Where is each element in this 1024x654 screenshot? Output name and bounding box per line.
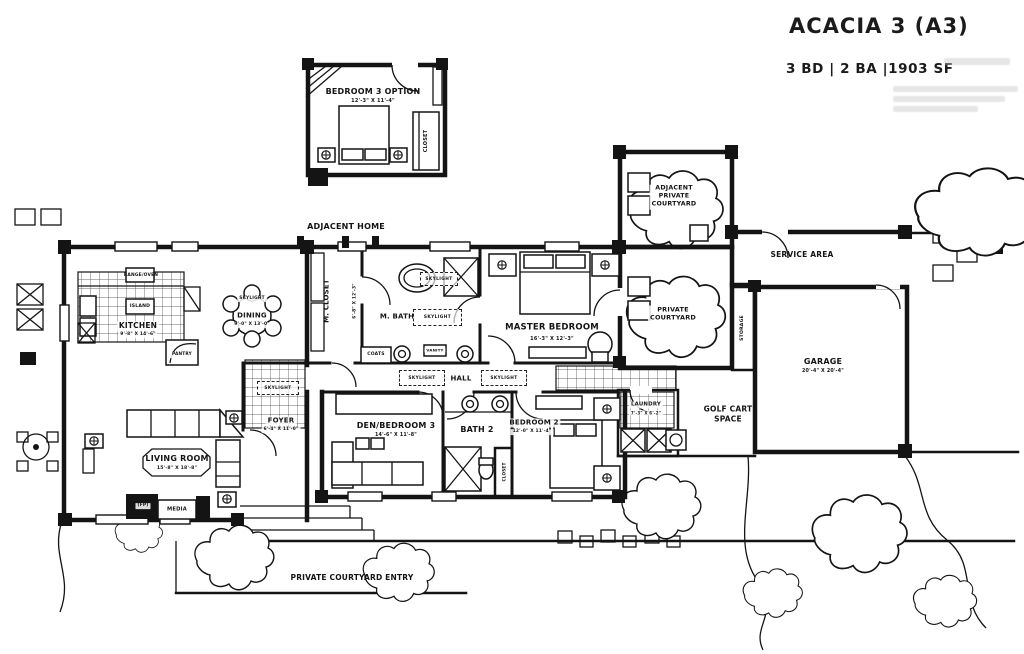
label-kitchen-dims: 9'-8" X 14'-6" xyxy=(118,332,158,338)
label-dining: DINING xyxy=(235,311,269,321)
label-vanity: VANITY xyxy=(424,347,446,353)
label-bedroom3-option-dims: 12'-3" X 11'-4" xyxy=(351,97,395,104)
label-coats: COATS xyxy=(365,352,387,358)
skylight-label: SKYLIGHT xyxy=(264,385,292,391)
label-range-oven: RANGE/OVEN xyxy=(123,273,159,279)
label-kitchen: KITCHEN xyxy=(116,321,160,331)
label-foyer-dims: 6'-4" X 11'-0" xyxy=(261,427,301,433)
label-private-courtyard: PRIVATE COURTYARD xyxy=(647,305,699,323)
plan-specs: 3 BD | 2 BA |1903 SF xyxy=(786,61,954,77)
label-island: ISLAND xyxy=(127,304,153,310)
skylight-box-hall-right: SKYLIGHT xyxy=(481,370,527,386)
label-master-bath: M. BATH xyxy=(379,312,415,321)
skylight-label: SKYLIGHT xyxy=(408,375,436,381)
skylight-label: SKYLIGHT xyxy=(425,276,453,282)
label-living-room: LIVING ROOM xyxy=(145,453,209,463)
label-closet-bedroom3: CLOSET xyxy=(422,129,429,153)
skylight-box-hall-left: SKYLIGHT xyxy=(399,370,445,386)
skylight-box-foyer: SKYLIGHT xyxy=(257,381,299,395)
master-suite-furniture xyxy=(310,251,620,364)
label-master-closet: M. CLOSET 6'-8" X 12'-3" xyxy=(301,279,378,323)
wall-jambs xyxy=(58,58,912,526)
label-den-bedroom3: DEN/BEDROOM 3 xyxy=(356,420,436,430)
label-master-bedroom: MASTER BEDROOM xyxy=(505,322,599,333)
label-bedroom3-option: BEDROOM 3 OPTION xyxy=(325,86,421,96)
label-adjacent-home: ADJACENT HOME xyxy=(307,221,385,231)
faded-print-artifact xyxy=(893,106,978,112)
label-laundry: LAUNDRY xyxy=(629,401,663,409)
label-laundry-dims: 7'-3" X 6'-2" xyxy=(628,410,664,416)
label-master-bedroom-dims: 16'-3" X 12'-3" xyxy=(530,335,574,342)
label-pantry: PANTRY xyxy=(170,352,194,358)
living-room-furniture xyxy=(82,407,245,520)
label-bedroom2: BEDROOM 2 xyxy=(507,418,561,428)
bedroom-wing-furniture xyxy=(331,393,687,492)
bedroom3-option-furniture xyxy=(305,65,443,171)
label-den-bedroom3-dims: 14'-6" X 11'-8" xyxy=(375,432,417,438)
label-golf-cart-space: GOLF CART SPACE xyxy=(703,404,753,423)
skylight-label: SKYLIGHT xyxy=(490,375,518,381)
label-hall: HALL xyxy=(450,374,472,383)
label-service-area: SERVICE AREA xyxy=(770,250,834,260)
label-closet-bedroom2: CLOSET xyxy=(501,462,507,482)
label-bath2: BATH 2 xyxy=(460,424,494,434)
label-fireplace: (FP) xyxy=(135,503,151,509)
plan-title: ACACIA 3 (A3) xyxy=(789,14,969,38)
skylight-box-master-bath-tub: SKYLIGHT xyxy=(420,272,458,286)
label-foyer: FOYER xyxy=(265,416,297,426)
label-private-courtyard-entry: PRIVATE COURTYARD ENTRY xyxy=(290,573,414,583)
label-storage: STORAGE xyxy=(740,315,746,341)
label-garage: GARAGE xyxy=(803,356,843,366)
faded-print-artifact xyxy=(893,96,1005,102)
label-skylight-dining: SKYLIGHT xyxy=(237,296,267,302)
label-master-closet-name: M. CLOSET xyxy=(322,279,331,323)
walls xyxy=(61,62,911,523)
label-adjacent-private-courtyard: ADJACENT PRIVATE COURTYARD xyxy=(649,184,699,210)
skylight-box-master-bath: SKYLIGHT xyxy=(413,309,462,326)
label-garage-dims: 20'-4" X 20'-4" xyxy=(802,368,844,374)
faded-print-artifact xyxy=(944,58,1010,65)
label-living-room-dims: 15'-8" X 18'-8" xyxy=(156,466,198,472)
label-dining-dims: 9'-0" X 13'-0" xyxy=(232,322,272,328)
label-bedroom2-dims: 12'-0" X 11'-4" xyxy=(510,429,554,435)
faded-print-artifact xyxy=(893,86,1018,92)
label-media: MEDIA xyxy=(167,506,187,513)
label-master-closet-dims: 6'-8" X 12'-3" xyxy=(352,283,358,319)
skylight-label: SKYLIGHT xyxy=(423,315,452,320)
